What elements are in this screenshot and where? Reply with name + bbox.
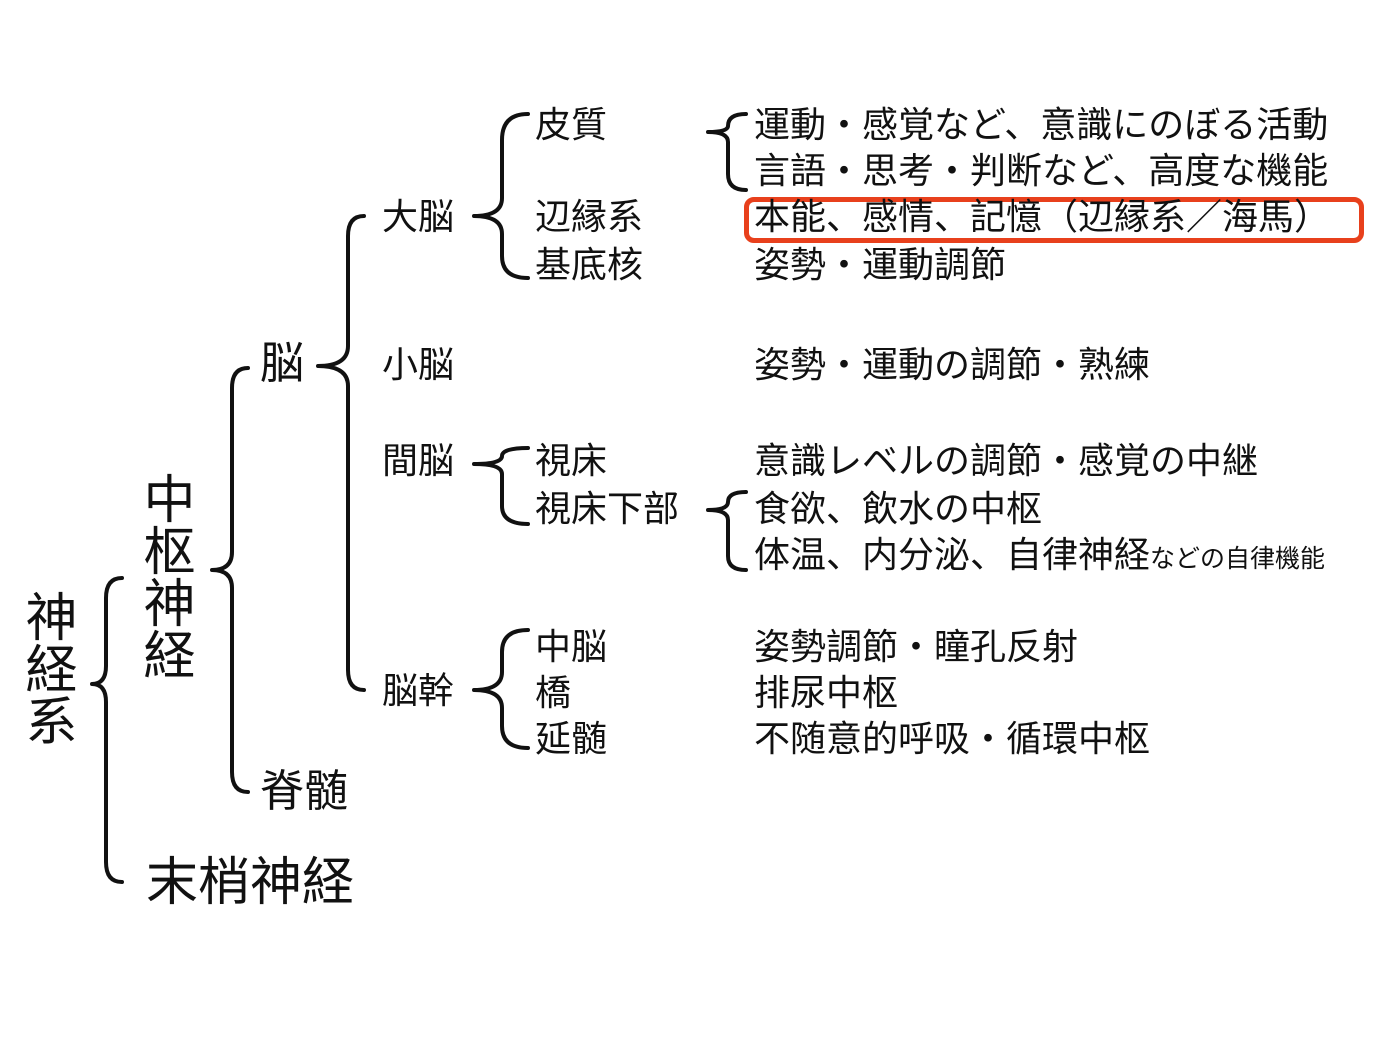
bracket-cerebrum	[472, 112, 530, 280]
thalamus-label: 視床	[535, 441, 608, 482]
cortex-label: 皮質	[535, 105, 608, 146]
function-cortex-2: 言語・思考・判断など、高度な機能	[754, 151, 1329, 192]
function-thalamus: 意識レベルの調節・感覚の中継	[754, 441, 1259, 482]
bracket-cortex-functions	[706, 112, 748, 192]
bracket-hypothalamus-functions	[706, 490, 748, 572]
central-nervous-label: 中枢神経	[134, 472, 194, 680]
peripheral-nervous-label: 末梢神経	[146, 853, 355, 913]
pons-label: 橋	[535, 673, 572, 714]
function-hypothalamus-2-main: 体温、内分泌、自律神経	[754, 535, 1151, 576]
nervous-system-label: 神経系	[16, 590, 76, 746]
function-limbic: 本能、感情、記憶（辺縁系／海馬）	[754, 197, 1331, 238]
function-pons: 排尿中枢	[754, 673, 899, 714]
hypothalamus-label: 視床下部	[535, 489, 680, 530]
function-medulla: 不随意的呼吸・循環中枢	[754, 719, 1151, 760]
limbic-highlight-box	[744, 197, 1364, 243]
limbic-system-label: 辺縁系	[535, 197, 644, 238]
diencephalon-label: 間脳	[382, 441, 455, 482]
cerebrum-label: 大脳	[382, 197, 455, 238]
function-hypothalamus-1: 食欲、飲水の中枢	[754, 489, 1043, 530]
bracket-diencephalon	[472, 446, 530, 526]
bracket-brainstem	[472, 628, 530, 750]
brainstem-label: 脳幹	[382, 671, 455, 712]
midbrain-label: 中脳	[535, 627, 608, 668]
function-cortex-1: 運動・感覚など、意識にのぼる活動	[754, 105, 1329, 146]
function-hypothalamus-2: 体温、内分泌、自律神経などの自律機能	[754, 538, 1325, 574]
brain-label: 脳	[260, 338, 304, 389]
function-hypothalamus-2-small: などの自律機能	[1150, 544, 1326, 573]
function-cerebellum: 姿勢・運動の調節・熟練	[754, 345, 1151, 386]
bracket-nervous-system	[90, 576, 124, 884]
bracket-central	[210, 366, 250, 794]
basal-ganglia-label: 基底核	[535, 245, 644, 286]
function-basal: 姿勢・運動調節	[754, 245, 1007, 286]
bracket-brain	[316, 214, 366, 692]
spinal-cord-label: 脊髄	[260, 766, 348, 817]
function-midbrain: 姿勢調節・瞳孔反射	[754, 627, 1079, 668]
medulla-label: 延髄	[535, 719, 608, 760]
cerebellum-label: 小脳	[382, 345, 455, 386]
